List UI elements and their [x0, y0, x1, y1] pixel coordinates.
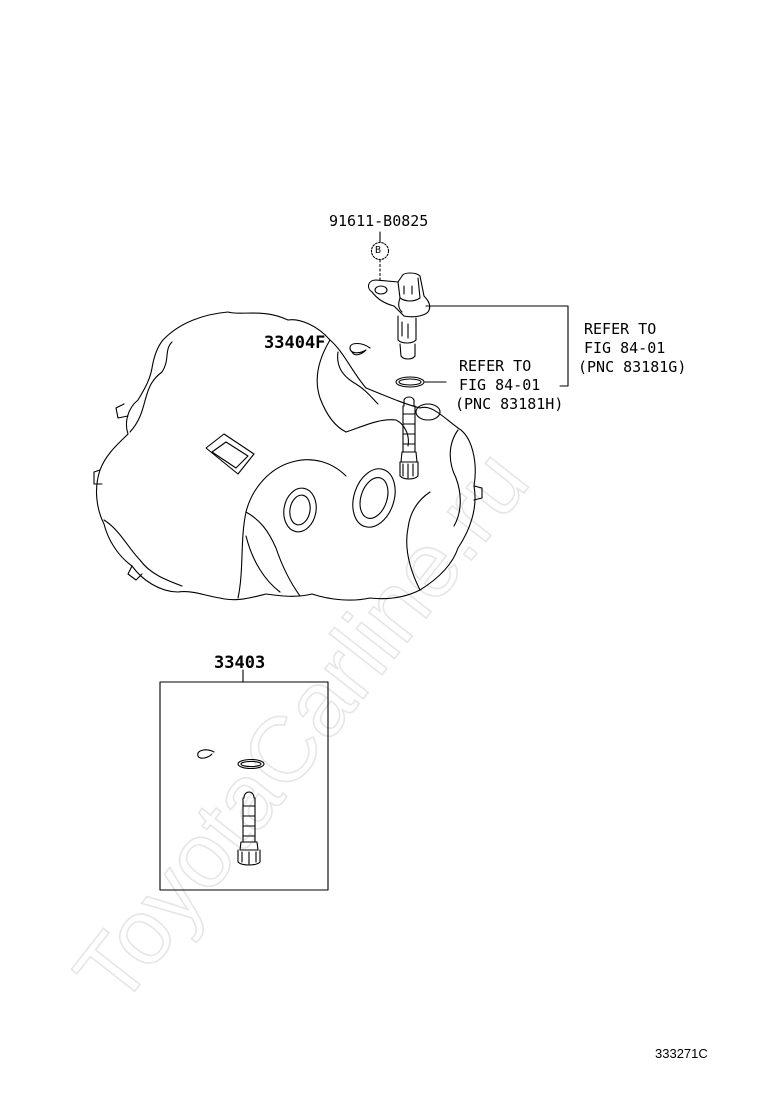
kit-box-frame [159, 681, 329, 891]
clip-leader-line [337, 351, 379, 405]
oring-refer-line3[interactable]: (PNC 83181H) [455, 395, 564, 413]
clip-part-shape [349, 342, 371, 356]
o-ring [395, 376, 447, 388]
kit-clip-shape [197, 749, 215, 759]
kit-box [159, 669, 329, 891]
bolt-assembly [370, 231, 390, 283]
oring-refer-line1: REFER TO [459, 357, 532, 375]
figure-number: 333271C [655, 1046, 708, 1061]
kit-part-number[interactable]: 33403 [214, 653, 266, 673]
bolt-part-number[interactable]: 91611-B0825 [329, 212, 429, 230]
sensor-refer-line1: REFER TO [584, 320, 657, 338]
transaxle-housing [93, 311, 483, 601]
sensor-refer-line3[interactable]: (PNC 83181G) [578, 358, 687, 376]
bolt-marker-letter: B [375, 245, 382, 256]
sensor-refer-line2[interactable]: FIG 84-01 [584, 339, 666, 357]
speed-sensor [367, 272, 569, 387]
kit-gear-shape [237, 791, 261, 866]
kit-oring-shape [237, 758, 265, 770]
oring-refer-line2[interactable]: FIG 84-01 [459, 376, 541, 394]
clip-part-number[interactable]: 33404F [264, 333, 326, 353]
driven-gear-shaft [399, 396, 419, 480]
